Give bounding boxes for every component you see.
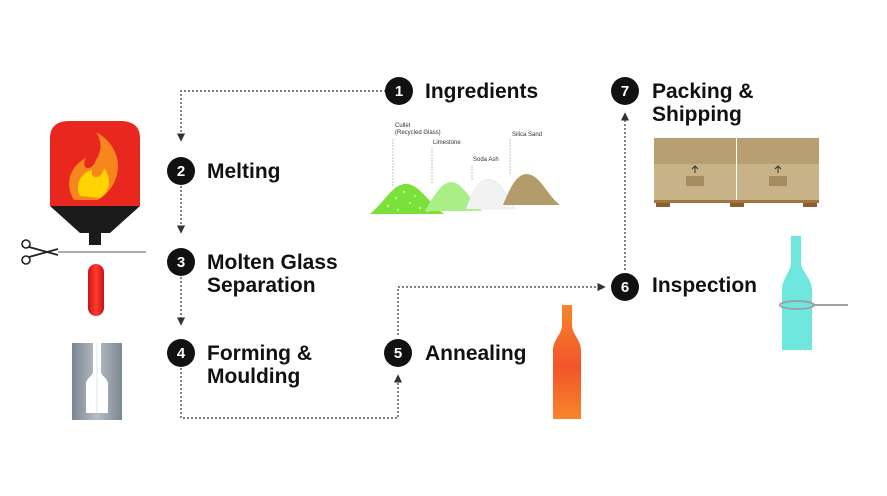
step-badge	[385, 77, 413, 105]
step-label: Ingredients	[425, 80, 538, 103]
ingredient-label-line-2: (Recycled Glass)	[395, 130, 441, 136]
molten-gob-icon	[88, 264, 104, 316]
connector-1-to-2	[176, 90, 386, 142]
step-number: 1	[395, 83, 403, 100]
step-2: 2 Melting	[167, 157, 281, 185]
step-1: 1 Ingredients	[385, 77, 538, 105]
step-label: Melting	[207, 160, 281, 183]
step-4: 4 Forming & Moulding	[167, 339, 312, 388]
step-badge	[167, 339, 195, 367]
flow-connectors	[176, 90, 630, 419]
connector-5-to-6	[397, 282, 606, 335]
box-icon	[654, 138, 736, 200]
step-number: 4	[177, 345, 186, 362]
furnace-icon	[50, 121, 140, 245]
step-label: Packing &	[652, 80, 754, 103]
step-number: 6	[621, 279, 629, 296]
ingredient-label: Limestone	[433, 140, 461, 146]
shipping-boxes	[654, 138, 819, 207]
silica-sand-pile	[503, 174, 560, 205]
step-3: 3 Molten Glass Separation	[167, 248, 338, 297]
ingredient-silica-sand: Silica Sand	[503, 132, 560, 205]
step-7: 7 Packing & Shipping	[611, 77, 754, 126]
step-label: Annealing	[425, 342, 527, 365]
step-badge	[611, 77, 639, 105]
step-badge	[384, 339, 412, 367]
scissors-icon	[21, 239, 59, 265]
ingredient-label: Soda Ash	[473, 157, 499, 163]
inspected-bottle-icon	[779, 236, 848, 350]
step-number: 2	[177, 163, 185, 180]
step-label: Inspection	[652, 274, 757, 297]
step-number: 5	[394, 345, 402, 362]
ingredient-label: Silica Sand	[512, 132, 542, 138]
step-badge	[611, 273, 639, 301]
box-icon	[737, 138, 819, 200]
step-label: Molten Glass	[207, 251, 338, 274]
step-5: 5 Annealing	[384, 339, 527, 367]
step-label-line-2: Shipping	[652, 103, 742, 126]
ingredients-illustration: Cullet (Recycled Glass) Limestone Soda A…	[370, 123, 560, 214]
step-badge	[167, 157, 195, 185]
annealed-bottle-icon	[553, 305, 581, 419]
ingredient-label: Cullet	[395, 123, 411, 129]
step-number: 3	[177, 254, 185, 271]
mould-icon	[72, 343, 122, 420]
step-6: 6 Inspection	[611, 273, 757, 301]
step-number: 7	[621, 83, 629, 100]
connector-4-to-5	[180, 368, 403, 419]
step-badge	[167, 248, 195, 276]
step-label: Forming &	[207, 342, 312, 365]
pallet-icon	[654, 200, 819, 207]
step-label-line-2: Moulding	[207, 365, 300, 388]
step-label-line-2: Separation	[207, 274, 316, 297]
